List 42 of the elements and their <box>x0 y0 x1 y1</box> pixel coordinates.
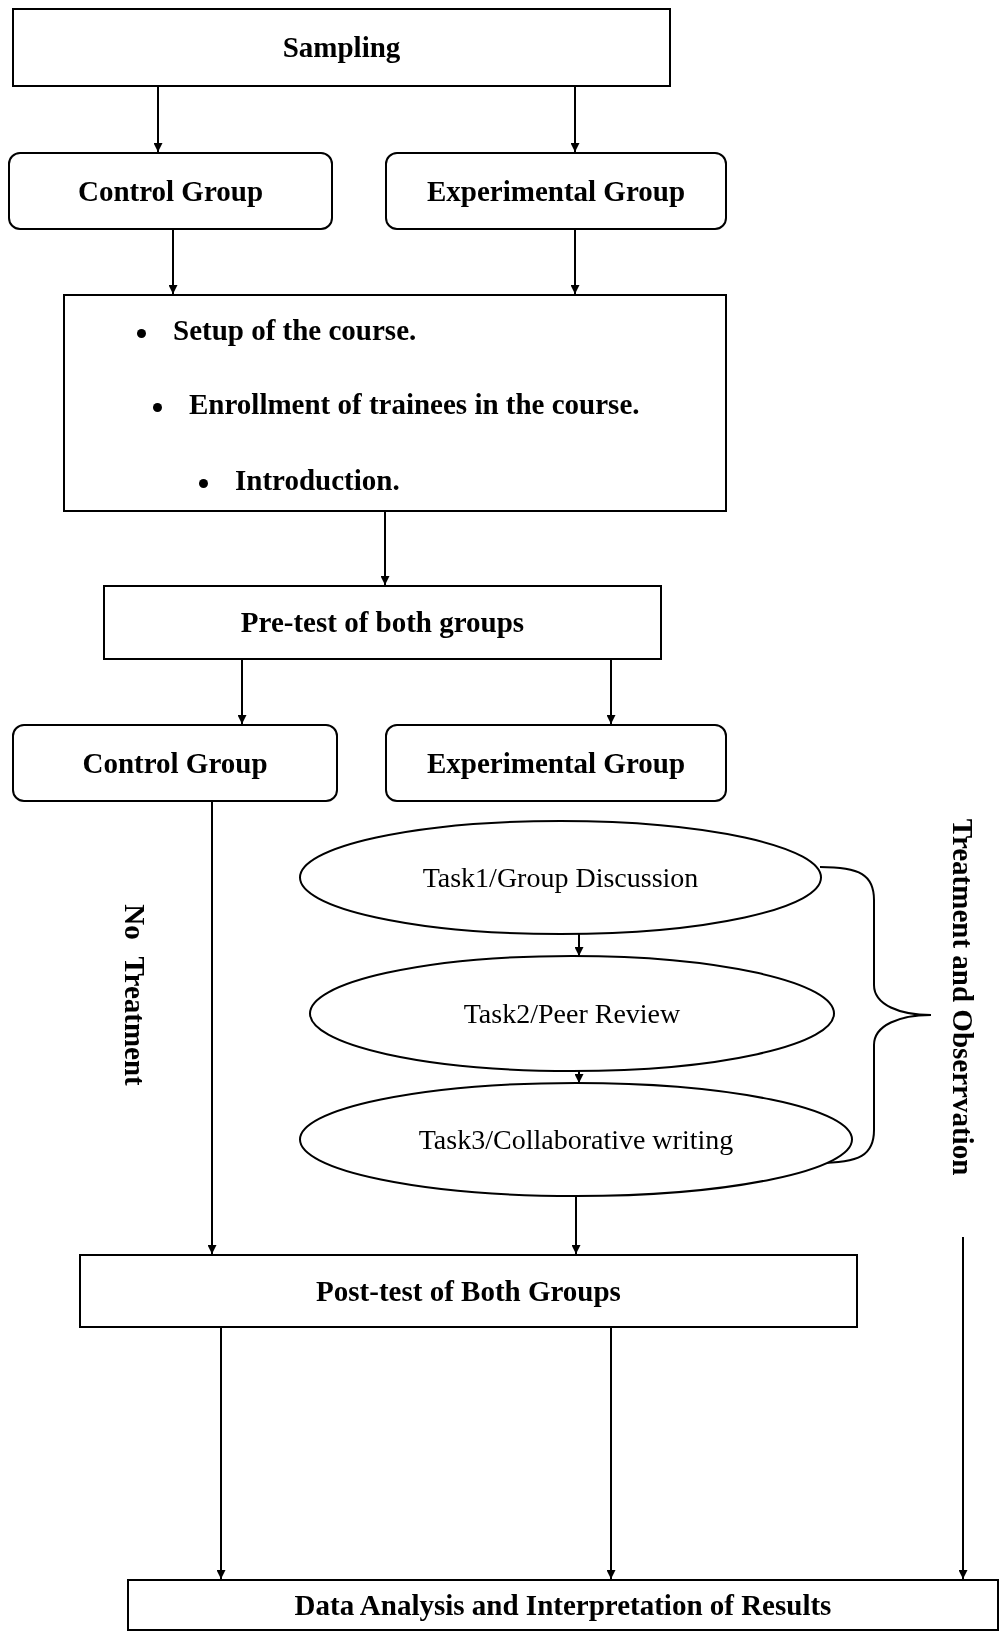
group-box <box>385 724 727 802</box>
process-box <box>12 8 671 87</box>
arrow <box>574 1070 584 1084</box>
node-text: Experimental Group <box>426 746 686 780</box>
arrow <box>153 86 163 153</box>
node-text: Task3/Collaborative writing <box>418 1123 734 1156</box>
node-text: Control Group <box>77 174 263 208</box>
bullet-item: Setup of the course. <box>173 314 417 347</box>
node-text: Task2/Peer Review <box>463 997 681 1030</box>
process-box <box>127 1579 999 1631</box>
node-text: Task1/Group Discussion <box>422 861 699 894</box>
node-text: Control Group <box>82 746 268 780</box>
vertical-label: No Treatment <box>118 903 152 1088</box>
bullet-item: Enrollment of trainees in the course. <box>189 388 640 421</box>
arrow <box>168 229 178 295</box>
arrow <box>570 86 580 153</box>
node-text: Pre-test of both groups <box>240 606 525 639</box>
group-box <box>12 724 338 802</box>
arrow <box>570 229 580 295</box>
node-text: Data Analysis and Interpretation of Results <box>294 1588 832 1622</box>
arrow <box>606 659 616 725</box>
group-box <box>8 152 333 230</box>
node-text: Experimental Group <box>426 174 686 208</box>
process-box <box>79 1254 858 1328</box>
vertical-label: Treatment and Obserrvation <box>943 797 983 1197</box>
process-box <box>103 585 662 660</box>
arrow <box>574 932 584 957</box>
arrow <box>571 1195 581 1255</box>
task-ellipse <box>299 820 822 935</box>
bullet-item: Introduction. <box>235 464 400 497</box>
arrow <box>958 1236 968 1580</box>
arrow <box>216 1327 226 1580</box>
arrow <box>606 1327 616 1580</box>
arrow <box>380 511 390 586</box>
node-text: Sampling <box>282 31 401 64</box>
arrow <box>237 659 247 725</box>
task-ellipse <box>299 1082 853 1197</box>
node-text: Post-test of Both Groups <box>316 1274 621 1308</box>
task-ellipse <box>309 955 835 1072</box>
setup-box <box>63 294 727 512</box>
group-box <box>385 152 727 230</box>
arrow <box>207 801 217 1255</box>
